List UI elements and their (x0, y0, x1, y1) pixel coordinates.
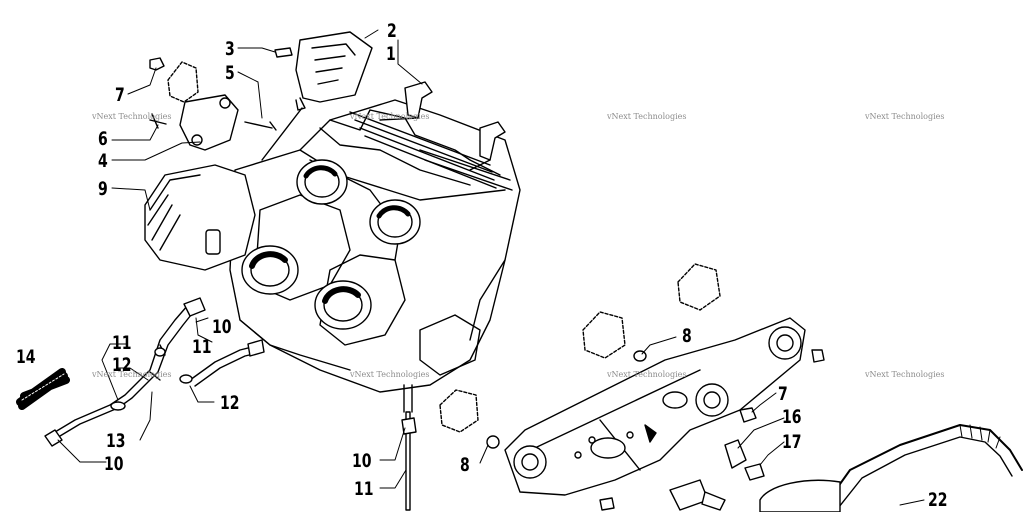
watermark: vNext Technologies (607, 112, 687, 121)
callout-4: 4 (98, 150, 108, 172)
callout-6: 6 (98, 128, 108, 150)
fuel-lines (44, 297, 265, 447)
intake-boot-2 (314, 280, 372, 330)
callout-10c: 10 (352, 450, 372, 472)
mounting-bracket (179, 94, 239, 151)
callout-7a: 7 (115, 84, 125, 106)
callout-1: 1 (386, 43, 396, 65)
callout-22: 22 (928, 489, 948, 511)
carb-throat-2 (369, 199, 421, 245)
watermark: vNext Technologies (92, 370, 172, 379)
bracket-lower (669, 479, 709, 511)
callout-3: 3 (225, 38, 235, 60)
callout-12a: 12 (112, 354, 132, 376)
watermark: vNext Technologies (865, 112, 945, 121)
rubber-mount-center (695, 383, 729, 417)
callout-11b: 11 (192, 336, 212, 358)
callout-2: 2 (387, 20, 397, 42)
watermark: vNext Technologies (92, 112, 172, 121)
callout-8b: 8 (460, 454, 470, 476)
phantom-mount-2 (677, 263, 721, 311)
callout-14: 14 (16, 346, 36, 368)
phantom-mount-1 (582, 311, 626, 359)
callout-16: 16 (782, 406, 802, 428)
rubber-mount-right (768, 326, 802, 360)
bolt-5 (244, 121, 277, 131)
bolt-lower (701, 491, 726, 511)
bolt-17 (744, 463, 765, 481)
watermark: vNext Technologies (350, 112, 430, 121)
nut-7a (149, 57, 165, 71)
callout-17: 17 (782, 431, 802, 453)
engine-mount-plate (504, 317, 806, 496)
intake-boot-1 (241, 245, 299, 295)
spring (16, 368, 70, 410)
bolt-6 (149, 113, 167, 129)
phantom-mount-3 (439, 389, 479, 433)
callout-12b: 12 (220, 392, 240, 414)
callout-10b: 10 (104, 453, 124, 475)
callout-8a: 8 (682, 325, 692, 347)
clip-pin (274, 47, 293, 58)
rubber-mount-left (513, 445, 547, 479)
watermark: vNext Technologies (607, 370, 687, 379)
bracket-16 (724, 439, 747, 469)
watermark: vNext Technologies (865, 370, 945, 379)
callout-5: 5 (225, 62, 235, 84)
callout-13: 13 (106, 430, 126, 452)
callout-9: 9 (98, 178, 108, 200)
drive-belt (819, 424, 1023, 512)
vent-tube (401, 384, 417, 511)
callout-10a: 10 (212, 316, 232, 338)
watermark: vNext Technologies (350, 370, 430, 379)
starter-handle (261, 31, 373, 161)
callout-11a: 11 (112, 332, 132, 354)
recoil-starter-housing (144, 164, 256, 271)
callout-11c: 11 (354, 478, 374, 500)
carb-throat-1 (296, 159, 348, 205)
clutch-sheave (759, 479, 841, 512)
drive-pulley (167, 61, 199, 103)
leader-lines (57, 29, 925, 506)
callout-7b: 7 (778, 383, 788, 405)
spark-plug-caps (379, 81, 506, 171)
